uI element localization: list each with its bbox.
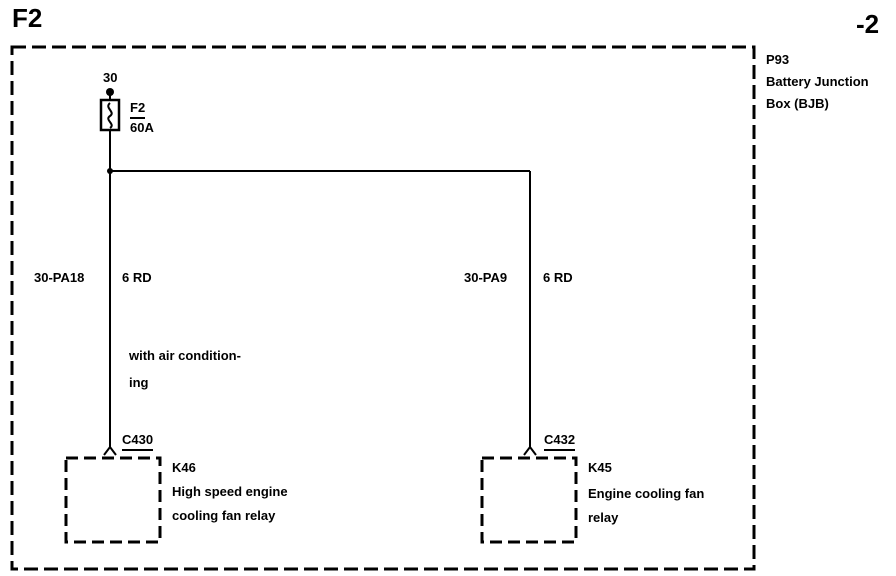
connector-c430-arrow-icon	[103, 445, 117, 456]
fuse-id-label: F2	[130, 100, 146, 119]
fuse-terminal-label: 30	[103, 70, 118, 85]
relay-k45-desc-line1: Engine cooling fan	[588, 486, 705, 501]
junction-box-name-line1: Battery Junction	[766, 74, 869, 89]
wire-right-circuit: 30-PA9	[464, 270, 508, 285]
relay-k45-box	[480, 456, 578, 544]
relay-k46-desc-line2: cooling fan relay	[172, 508, 276, 523]
fuse-rating-label: 60A	[130, 120, 154, 135]
relay-k46-desc-line1: High speed engine	[172, 484, 288, 499]
relay-k46-box	[64, 456, 162, 544]
relay-k46-id: K46	[172, 460, 196, 475]
connector-c430-label: C430	[122, 432, 154, 451]
junction-box-id: P93	[766, 52, 790, 67]
option-note-line1: with air condition-	[129, 348, 241, 363]
fuse-element	[107, 102, 113, 129]
wire-left-gauge-color: 6 RD	[122, 270, 152, 285]
section-id: F2	[12, 3, 43, 33]
option-note-line2: ing	[129, 375, 149, 390]
relay-k45-id: K45	[588, 460, 612, 475]
connector-c432-label: C432	[544, 432, 576, 451]
wire-right-gauge-color: 6 RD	[543, 270, 573, 285]
relay-k45-desc-line2: relay	[588, 510, 619, 525]
junction-box-boundary	[10, 45, 756, 571]
page-suffix: -2	[856, 9, 880, 39]
connector-c432-arrow-icon	[523, 445, 537, 456]
wire-left-circuit: 30-PA18	[34, 270, 85, 285]
junction-box-name-line2: Box (BJB)	[766, 96, 829, 111]
